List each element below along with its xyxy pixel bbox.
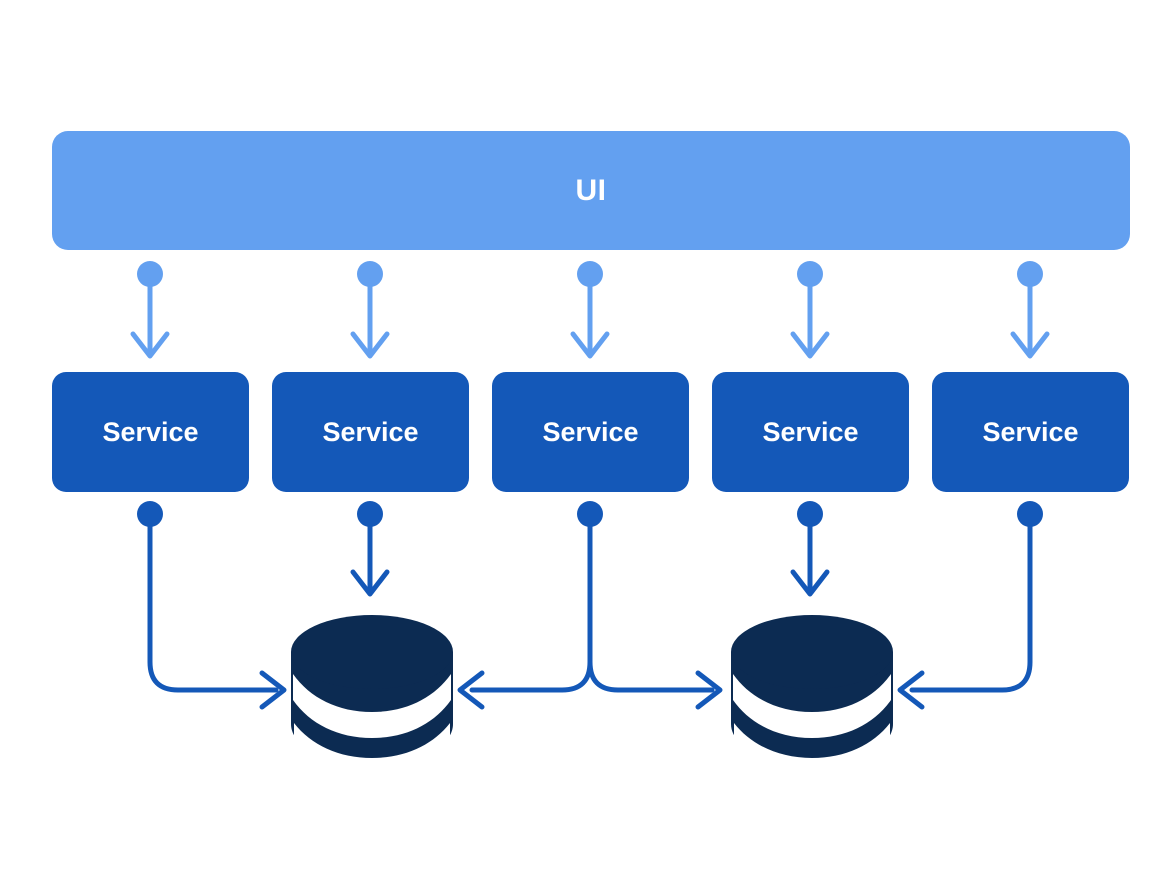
connector-path (147, 518, 279, 693)
arrowhead-down-icon (130, 331, 170, 359)
connector-dot (1017, 261, 1043, 287)
service-box-1[interactable] (52, 372, 249, 492)
connector-dot (1017, 501, 1043, 527)
service-box-5[interactable] (932, 372, 1129, 492)
connector-path-left-branch (469, 659, 593, 693)
database-1-node[interactable] (291, 615, 453, 775)
connector-dot (137, 261, 163, 287)
service-2-to-database-1-connector (350, 501, 390, 597)
arrowhead-right-icon (259, 670, 287, 710)
arrowhead-left-icon (457, 670, 485, 710)
connector-dot (137, 501, 163, 527)
database-cylinder-top[interactable] (291, 615, 453, 689)
connector-dot (797, 261, 823, 287)
arrowhead-left-icon (897, 670, 925, 710)
ui-to-service-1-connector (130, 261, 170, 359)
arrowhead-down-icon (790, 569, 830, 597)
service-5-to-database-2-connector (897, 501, 1043, 710)
arrowhead-down-icon (350, 569, 390, 597)
service-box-2[interactable] (272, 372, 469, 492)
arrowhead-down-icon (790, 331, 830, 359)
database-band-lower (294, 723, 450, 775)
connector-dot (357, 501, 383, 527)
connector-path-right-branch (587, 659, 715, 693)
service-3-to-databases-connector (457, 501, 723, 710)
ui-layer-node[interactable] (52, 131, 1130, 250)
connector-path (909, 518, 1033, 693)
ui-to-service-3-connector (570, 261, 610, 359)
service-box-group (52, 372, 1129, 492)
arrowhead-down-icon (570, 331, 610, 359)
connector-dot (797, 501, 823, 527)
connector-dot (577, 261, 603, 287)
service-box-4[interactable] (712, 372, 909, 492)
database-cylinder-top[interactable] (731, 615, 893, 689)
database-band-upper (733, 674, 891, 738)
service-1-to-database-1-connector (137, 501, 287, 710)
connector-dot (357, 261, 383, 287)
ui-connector-group (130, 261, 1050, 359)
database-band-upper (293, 674, 451, 738)
ui-to-service-5-connector (1010, 261, 1050, 359)
service-box-3[interactable] (492, 372, 689, 492)
connector-dot (577, 501, 603, 527)
ui-to-service-4-connector (790, 261, 830, 359)
service-4-to-database-2-connector (790, 501, 830, 597)
arrowhead-down-icon (1010, 331, 1050, 359)
database-band-lower (734, 723, 890, 775)
arrowhead-right-icon (695, 670, 723, 710)
ui-to-service-2-connector (350, 261, 390, 359)
ui-layer-box[interactable] (52, 131, 1130, 250)
database-2-node[interactable] (731, 615, 893, 775)
arrowhead-down-icon (350, 331, 390, 359)
service-connector-group (137, 501, 1043, 710)
